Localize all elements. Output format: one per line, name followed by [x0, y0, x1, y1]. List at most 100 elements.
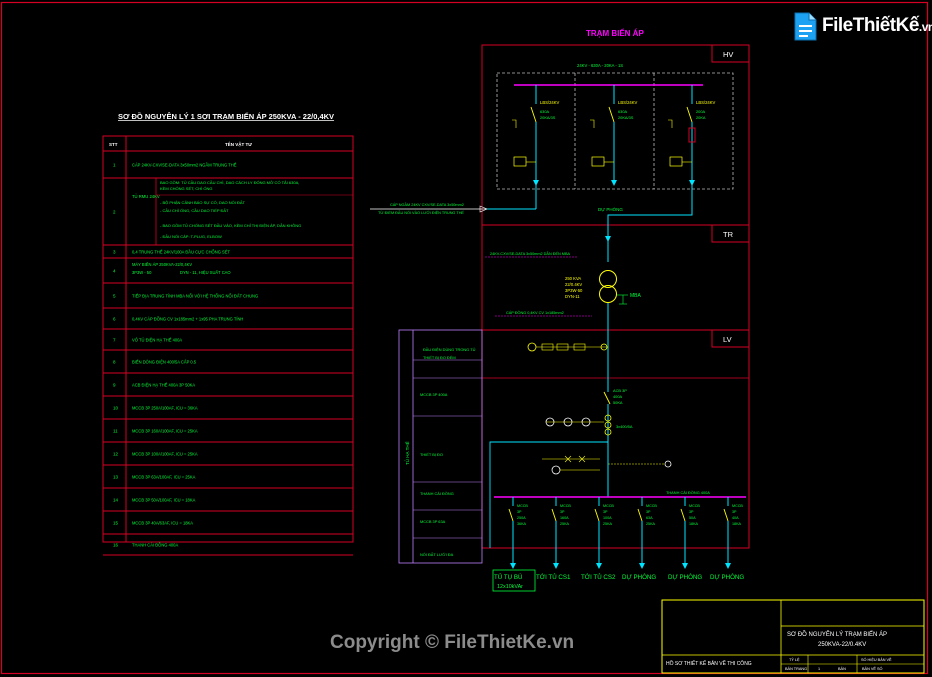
feeder-output-label: TỚI TỦ CS2 — [581, 574, 616, 581]
feeder-spec: 18KA — [732, 522, 742, 526]
feeder-spec: 25KA — [603, 522, 613, 526]
feeder-poles: 3P — [646, 510, 651, 514]
row-number: 12 — [113, 452, 119, 457]
row-number: 9 — [113, 383, 116, 388]
lv-panel-label: MCCB 3P 63A — [420, 519, 446, 524]
row-number: 16 — [113, 543, 119, 548]
fuse — [688, 127, 696, 143]
hv-breaker-name: LBS/24KV — [540, 100, 560, 105]
feeder-spec: 18KA — [689, 522, 699, 526]
single-line-diagram: TRẠM BIẾN ÁP HV TR LV 24KV - 630A - 20KA… — [370, 28, 750, 592]
row-text: MCCB 3P 50A/100AF, ICU = 18KA — [132, 498, 196, 503]
lv-cable-label: CÁP ĐỒNG 0,4KV CV 1x185mm2 — [506, 310, 564, 315]
hv-breaker-spec: 20KA/3S — [540, 115, 556, 120]
incoming-label-2: TỪ ĐIỂM ĐẤU NỐI VÀO LƯỚI ĐIỆN TRUNG THẾ — [378, 210, 464, 215]
hv-switch-blade — [608, 106, 615, 123]
row-number: 13 — [113, 475, 119, 480]
row-text: CÁP 24KV-CXV/SE-DATA 3x50mm2 NGẦM TRUNG … — [132, 163, 237, 168]
hv-breaker-spec: 20KA/3S — [618, 115, 634, 120]
row2-line: - BAO GỒM TỦ CHỐNG SÉT ĐẦU VÀO, KÈM CHỈ … — [160, 223, 301, 228]
earth-switch — [590, 119, 595, 128]
arrow-down — [682, 563, 688, 569]
filethietke-logo[interactable]: FileThiếtKế.vn — [792, 10, 932, 44]
hv-spare-label: DỰ PHÒNG — [598, 206, 623, 212]
feeder-rating: 100A — [603, 516, 612, 520]
row-number: 5 — [113, 294, 116, 299]
hv-breaker-spec: 20KA — [696, 115, 706, 120]
lv-panel-label: THIẾT BỊ ĐO — [420, 452, 443, 457]
transformer-label: MBA — [630, 293, 642, 299]
hv-breakers: LBS/24KV630A20KA/3SLBS/24KV630A20KA/3SLB… — [512, 85, 716, 186]
acb-rating: 400A — [613, 394, 622, 399]
transformer-vector: DYN-11 — [565, 294, 580, 299]
feeder-name: MCCB — [603, 504, 614, 508]
earth-switch — [669, 156, 683, 167]
capacitor-box — [492, 569, 536, 592]
hv-breaker-rating: 630A — [618, 109, 627, 114]
row-number: 4 — [113, 269, 116, 274]
sheet-label: BẢN TRANG — [785, 666, 807, 671]
ct-label: 3x400/5A — [616, 424, 633, 429]
hv-switch-blade — [530, 106, 537, 123]
feeder-poles: 3P — [732, 510, 737, 514]
feeder-poles: 3P — [517, 510, 522, 514]
hv-switch-blade — [686, 106, 693, 123]
logo-brand: FileThiếtKế — [822, 15, 919, 36]
hv-breaker-name: LBS/24KV — [618, 100, 638, 105]
vertical-label: TỦ HẠ THẾ — [404, 441, 410, 465]
feeder: MCCB 3P 40A 18KA DỰ PHÒNG — [710, 497, 744, 581]
title-block-title2: 250KVA-22/0.4KV — [818, 642, 866, 648]
row-number: 11 — [113, 429, 118, 434]
feeder-output-label: DỰ PHÒNG — [668, 574, 702, 581]
table-border — [102, 135, 354, 543]
feeder-output-label: DỰ PHÒNG — [710, 574, 744, 581]
row-number: 15 — [113, 521, 119, 526]
row-number: 7 — [113, 338, 116, 343]
earth-switch — [512, 119, 517, 128]
incoming-label-1: CÁP NGẦM 24KV CXV/SE-DATA 3x50mm2 — [390, 203, 464, 207]
section-tr: TR — [723, 230, 734, 239]
row-text: VỎ TỦ ĐIỆN HẠ THẾ 400A — [132, 338, 182, 343]
feeder-switch — [508, 508, 514, 522]
feeder-rating: 40A — [732, 516, 739, 520]
transformer-coil-lv — [599, 285, 617, 303]
row-text: TIẾP ĐỊA TRUNG TÍNH MBA NỐI VỚI HỆ THỐNG… — [132, 294, 258, 299]
tr-cable-label: 24KV-CXV/SE-DATA 3x50mm2 DẪN ĐẾN MBA — [490, 251, 571, 256]
row-text: THANH CÁI ĐỒNG 400A — [132, 543, 178, 548]
feeder-rating: 160A — [560, 516, 569, 520]
feeder-name: MCCB — [560, 504, 571, 508]
feeder-rating: 250A — [517, 516, 526, 520]
feeder-output-label: TỦ TỤ BÙ — [494, 574, 522, 581]
transformer-phase: 3P3W-50 — [565, 288, 583, 293]
rmu-box — [496, 72, 734, 190]
lv-label-panel — [398, 329, 483, 564]
arrow-down — [611, 180, 617, 186]
feeder-spec: 36KA — [517, 522, 527, 526]
feeder-name: MCCB — [646, 504, 657, 508]
rmu-header: 24KV - 630A - 20KA - 1S — [577, 63, 623, 68]
feeder-poles: 3P — [689, 510, 694, 514]
feeder-spec: 25KA — [646, 522, 656, 526]
row2-line: KÈM CHỐNG SÉT, CHÌ ỐNG — [160, 186, 212, 191]
copyright-watermark: Copyright © FileThietKe.vn — [330, 632, 575, 653]
section-lv: LV — [723, 335, 732, 344]
feeder-switch — [637, 508, 643, 522]
metering-row — [527, 342, 608, 352]
diagram-title: TRẠM BIẾN ÁP — [586, 28, 644, 38]
acb-name: ACB 3P — [613, 388, 627, 393]
row-text: 0,4KV CÁP ĐỒNG CV 1x185mm2 + 1x95 PHA TR… — [132, 317, 243, 322]
row-text: MCCB 3P 160A/100AF, ICU = 25KA — [132, 429, 198, 434]
feeder-rating: 50A — [689, 516, 696, 520]
drawing-index: BẢN VẼ SỐ — [862, 666, 883, 671]
arrow-down — [596, 563, 602, 569]
feeder-name: MCCB — [732, 504, 743, 508]
header-stt: STT — [109, 142, 118, 147]
